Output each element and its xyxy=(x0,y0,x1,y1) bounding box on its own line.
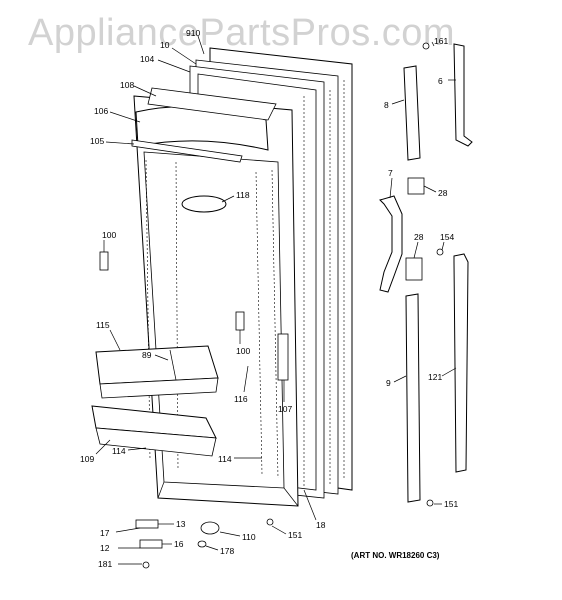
label-104: 104 xyxy=(140,54,154,64)
label-910: 910 xyxy=(186,28,200,38)
label-114-right: 114 xyxy=(218,454,232,464)
label-107: 107 xyxy=(278,404,292,414)
egg-tray xyxy=(181,195,227,213)
bracket-left xyxy=(99,251,109,271)
part-labels: 910 10 104 108 106 105 118 100 115 89 10… xyxy=(80,28,458,569)
label-116: 116 xyxy=(234,394,248,404)
label-114-left: 114 xyxy=(112,446,126,456)
label-109: 109 xyxy=(80,454,94,464)
label-12: 12 xyxy=(100,543,110,553)
label-151-right: 151 xyxy=(444,499,458,509)
door-bin-upper xyxy=(95,345,219,399)
label-154: 154 xyxy=(440,232,454,242)
label-28-upper: 28 xyxy=(438,188,448,198)
screw-161 xyxy=(422,42,430,50)
bracket-mid xyxy=(235,311,245,331)
hinge-107 xyxy=(277,333,289,381)
handle-trim-121 xyxy=(453,253,469,473)
washer-178 xyxy=(197,540,207,548)
label-181: 181 xyxy=(98,559,112,569)
hinge-plate-16 xyxy=(139,539,163,549)
art-number: (ART NO. WR18260 C3) xyxy=(351,551,440,560)
label-151-left: 151 xyxy=(288,530,302,540)
label-106: 106 xyxy=(94,106,108,116)
label-16: 16 xyxy=(174,539,184,549)
inner-door-liner xyxy=(133,95,299,507)
top-shelf-cover xyxy=(131,87,277,163)
door-handle xyxy=(379,195,403,293)
screw-181 xyxy=(142,561,150,569)
label-115: 115 xyxy=(96,320,110,330)
handle-mount-upper xyxy=(407,177,425,195)
label-121: 121 xyxy=(428,372,442,382)
hinge-plate-13 xyxy=(135,519,159,529)
label-89: 89 xyxy=(142,350,152,360)
watermark: AppliancePartsPros.com xyxy=(28,12,456,54)
label-161: 161 xyxy=(434,36,448,46)
label-9: 9 xyxy=(386,378,391,388)
screw-151-right xyxy=(426,499,434,507)
label-8: 8 xyxy=(384,100,389,110)
label-110: 110 xyxy=(242,532,256,542)
handle-trim-9 xyxy=(405,293,421,503)
handle-mount-lower xyxy=(405,257,423,281)
handle-trim-6 xyxy=(453,43,473,147)
screw-154 xyxy=(436,248,444,256)
label-28-lower: 28 xyxy=(414,232,424,242)
door-bin-lower xyxy=(91,405,217,457)
label-108: 108 xyxy=(120,80,134,90)
label-10: 10 xyxy=(160,40,170,50)
screw-151-left xyxy=(266,518,274,526)
label-118: 118 xyxy=(236,190,250,200)
label-6: 6 xyxy=(438,76,443,86)
cap-110 xyxy=(200,521,220,535)
label-18: 18 xyxy=(316,520,326,530)
handle-trim-8 xyxy=(403,65,421,161)
label-7: 7 xyxy=(388,168,393,178)
label-13: 13 xyxy=(176,519,186,529)
label-178: 178 xyxy=(220,546,234,556)
label-17: 17 xyxy=(100,528,110,538)
label-100-right: 100 xyxy=(236,346,250,356)
label-105: 105 xyxy=(90,136,104,146)
leader-lines xyxy=(95,35,457,565)
label-100-left: 100 xyxy=(102,230,116,240)
